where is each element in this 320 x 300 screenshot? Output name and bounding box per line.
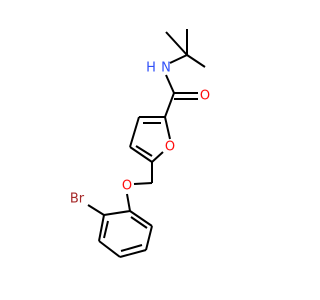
molecule-structure: H N O O O Br	[70, 29, 210, 258]
atom-label-nh-hydrogen: H	[146, 61, 156, 76]
atom-label-nh-nitrogen: N	[161, 61, 171, 76]
bond-benzene-c6-c1-inner	[130, 216, 148, 229]
bond-n-tbu	[169, 54, 188, 64]
bond-benzene-c4-c5	[119, 249, 147, 258]
bond-benzene-c2-c3	[98, 214, 105, 242]
bond-benzene-c6-c1	[129, 210, 153, 227]
bond-benzene-c4-c5-inner	[120, 244, 143, 252]
bond-n-carbonyl	[165, 74, 175, 94]
bond-benzene-c2-c3-inner	[103, 220, 109, 239]
bond-tbu-c1-c2	[165, 31, 188, 56]
bond-benzene-c1-c2	[103, 210, 131, 216]
bond-carbonyl-furan	[164, 92, 175, 118]
bond-furan-c4-c5	[129, 146, 153, 163]
bond-benzene-c5-c6	[145, 225, 153, 251]
bond-furan-c4-c5-inner	[135, 145, 153, 157]
bond-ether-o-phenyl	[126, 193, 131, 212]
bond-furan-o-c2	[164, 116, 171, 140]
bond-furan-c3-c4	[129, 116, 140, 148]
bond-benzene-c3-c4	[98, 240, 121, 258]
bond-benzene-br	[87, 204, 105, 216]
molecule-canvas: H N O O O Br	[69, 29, 211, 258]
bond-furan-c5-o	[151, 151, 164, 163]
bond-ch2-ether-o	[133, 182, 153, 185]
atom-label-ether-oxygen: O	[122, 179, 132, 194]
bond-tbu-c1-c4	[186, 54, 206, 68]
atom-label-furan-oxygen: O	[165, 140, 175, 155]
atom-label-bromine: Br	[70, 192, 85, 207]
atom-label-carbonyl-oxygen: O	[200, 89, 210, 104]
